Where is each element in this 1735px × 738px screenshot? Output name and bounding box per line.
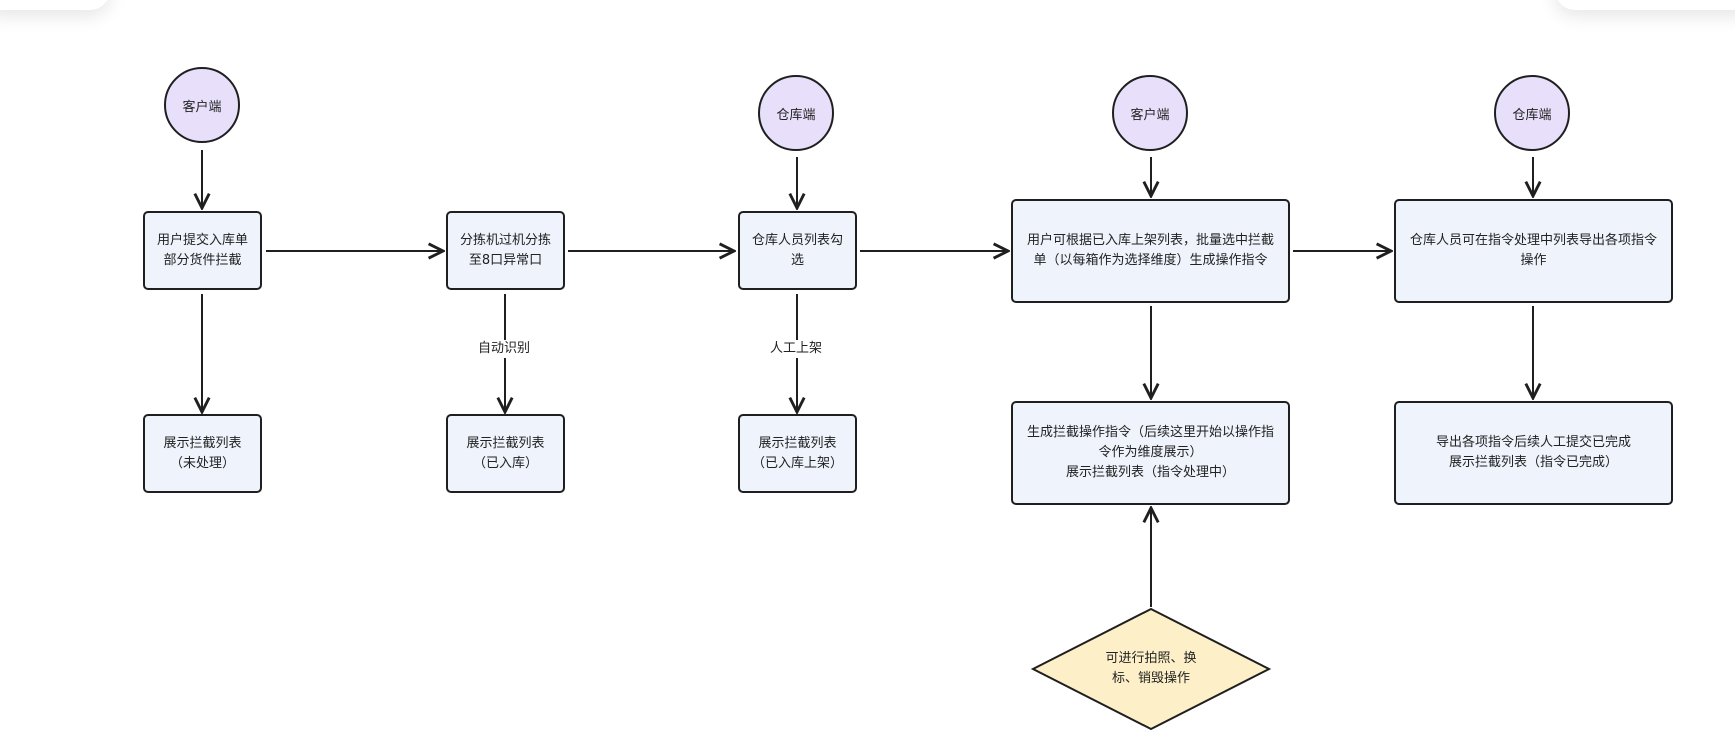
node-warehouse-select-line2: 选 [790,252,804,268]
node-warehouse-1-label: 仓库端 [776,107,816,123]
node-sorting[interactable]: 分拣机过机分拣 至8口异常口 [446,211,565,290]
node-warehouse-select[interactable]: 仓库人员列表勾 选 [738,211,857,290]
operation-diamond-shape [1030,607,1272,731]
node-warehouse-export-line2: 操作 [1520,253,1547,268]
node-list-received-line1: 展示拦截列表 [466,435,545,451]
node-client-1[interactable]: 客户端 [164,67,240,143]
node-submit-order-line2: 部分货件拦截 [163,252,242,268]
node-user-batch-line2: 单（以每箱作为选择维度）生成操作指令 [1033,253,1268,268]
node-list-received-line2: （已入库） [472,455,538,471]
node-user-batch[interactable]: 用户可根据已入库上架列表，批量选中拦截 单（以每箱作为选择维度）生成操作指令 [1011,199,1290,303]
edge-label-manual: 人工上架 [768,340,825,358]
node-submit-order-line1: 用户提交入库单 [156,232,248,248]
node-list-unprocessed[interactable]: 展示拦截列表 （未处理） [143,414,262,493]
node-list-unprocessed-line1: 展示拦截列表 [163,435,242,451]
node-list-shelved-line2: （已入库上架） [751,455,843,471]
node-warehouse-export[interactable]: 仓库人员可在指令处理中列表导出各项指令 操作 [1394,199,1673,303]
node-export-done-line1: 导出各项指令后续人工提交已完成 [1435,435,1631,450]
node-export-done[interactable]: 导出各项指令后续人工提交已完成 展示拦截列表（指令已完成） [1394,401,1673,505]
node-operation-diamond-line1: 可进行拍照、换 [1105,651,1197,666]
node-sorting-line2: 至8口异常口 [468,252,543,268]
node-submit-order[interactable]: 用户提交入库单 部分货件拦截 [143,211,262,290]
node-generate-instruction-line3: 展示拦截列表（指令处理中） [1065,465,1235,480]
node-sorting-line1: 分拣机过机分拣 [459,232,551,248]
node-generate-instruction-line2: 令作为维度展示） [1098,445,1203,460]
node-list-unprocessed-line2: （未处理） [169,455,235,471]
node-client-2-label: 客户端 [1130,107,1170,123]
edge-label-auto: 自动识别 [476,340,533,358]
node-user-batch-line1: 用户可根据已入库上架列表，批量选中拦截 [1026,233,1274,248]
node-list-received[interactable]: 展示拦截列表 （已入库） [446,414,565,493]
node-generate-instruction[interactable]: 生成拦截操作指令（后续这里开始以操作指 令作为维度展示） 展示拦截列表（指令处理… [1011,401,1290,505]
node-warehouse-1[interactable]: 仓库端 [758,75,834,151]
node-warehouse-export-line1: 仓库人员可在指令处理中列表导出各项指令 [1409,233,1657,248]
node-warehouse-2[interactable]: 仓库端 [1494,75,1570,151]
node-client-1-label: 客户端 [182,99,222,115]
node-operation-diamond-line2: 标、销毁操作 [1111,671,1190,686]
node-warehouse-2-label: 仓库端 [1512,107,1552,123]
corner-shadow-right [1555,0,1735,10]
node-list-shelved-line1: 展示拦截列表 [758,435,837,451]
node-list-shelved[interactable]: 展示拦截列表 （已入库上架） [738,414,857,493]
node-client-2[interactable]: 客户端 [1112,75,1188,151]
node-generate-instruction-line1: 生成拦截操作指令（后续这里开始以操作指 [1026,425,1274,440]
corner-shadow-left [0,0,110,10]
node-warehouse-select-line1: 仓库人员列表勾 [751,232,843,248]
node-export-done-line2: 展示拦截列表（指令已完成） [1448,455,1618,470]
node-operation-diamond[interactable]: 可进行拍照、换 标、销毁操作 [1076,649,1226,689]
